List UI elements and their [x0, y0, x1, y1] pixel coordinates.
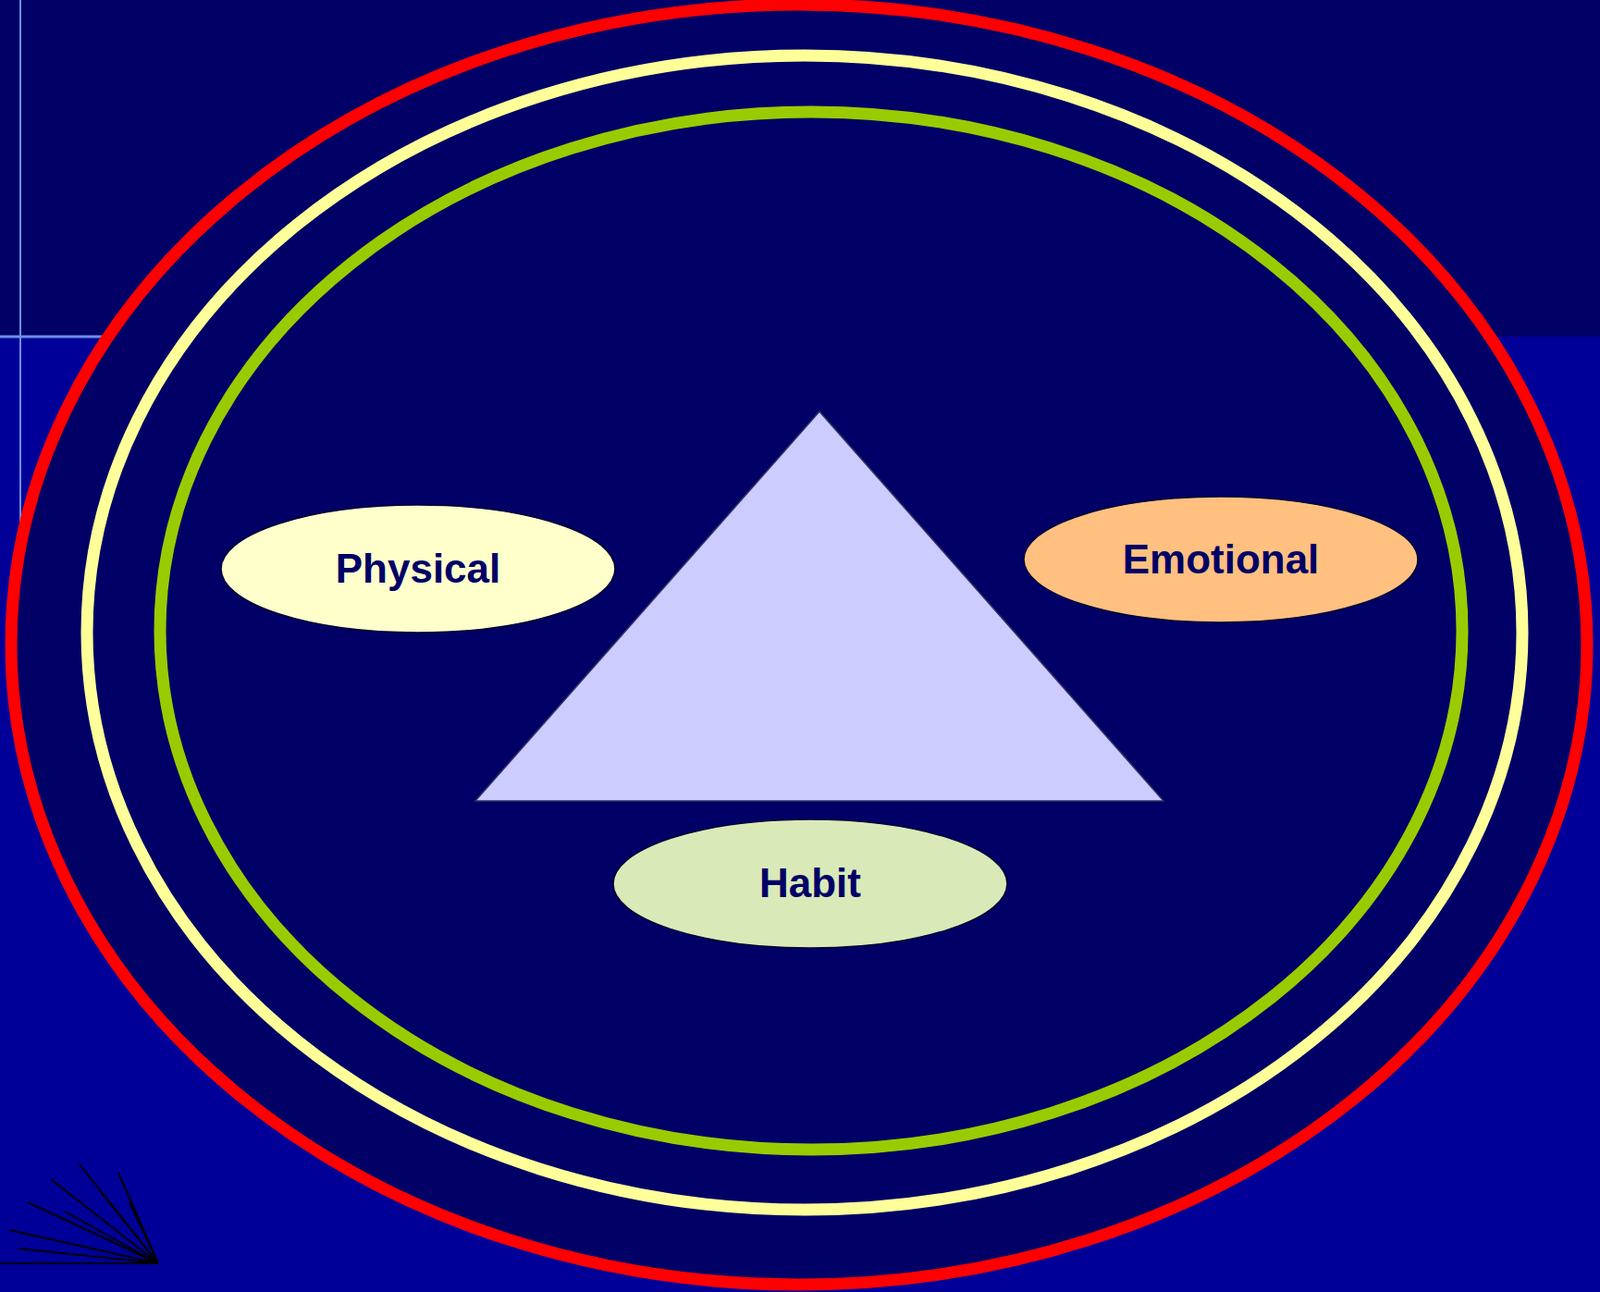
ellipse-node: Physical — [220, 504, 616, 634]
outer-ring — [11, 4, 1588, 1285]
node-label: Emotional — [1122, 537, 1320, 582]
node-label: Physical — [335, 546, 502, 591]
node-label: Habit — [759, 861, 862, 906]
ellipse-node: Habit — [612, 818, 1009, 949]
sunburst-logo — [0, 1163, 159, 1264]
ellipse-outline — [221, 504, 616, 633]
accent-line — [19, 0, 22, 532]
ellipse-outline — [1023, 496, 1418, 623]
middle-ring — [86, 55, 1523, 1210]
ellipse-outline — [613, 819, 1008, 948]
inner-ring — [160, 111, 1463, 1150]
ellipse-node: Emotional — [1022, 495, 1419, 624]
